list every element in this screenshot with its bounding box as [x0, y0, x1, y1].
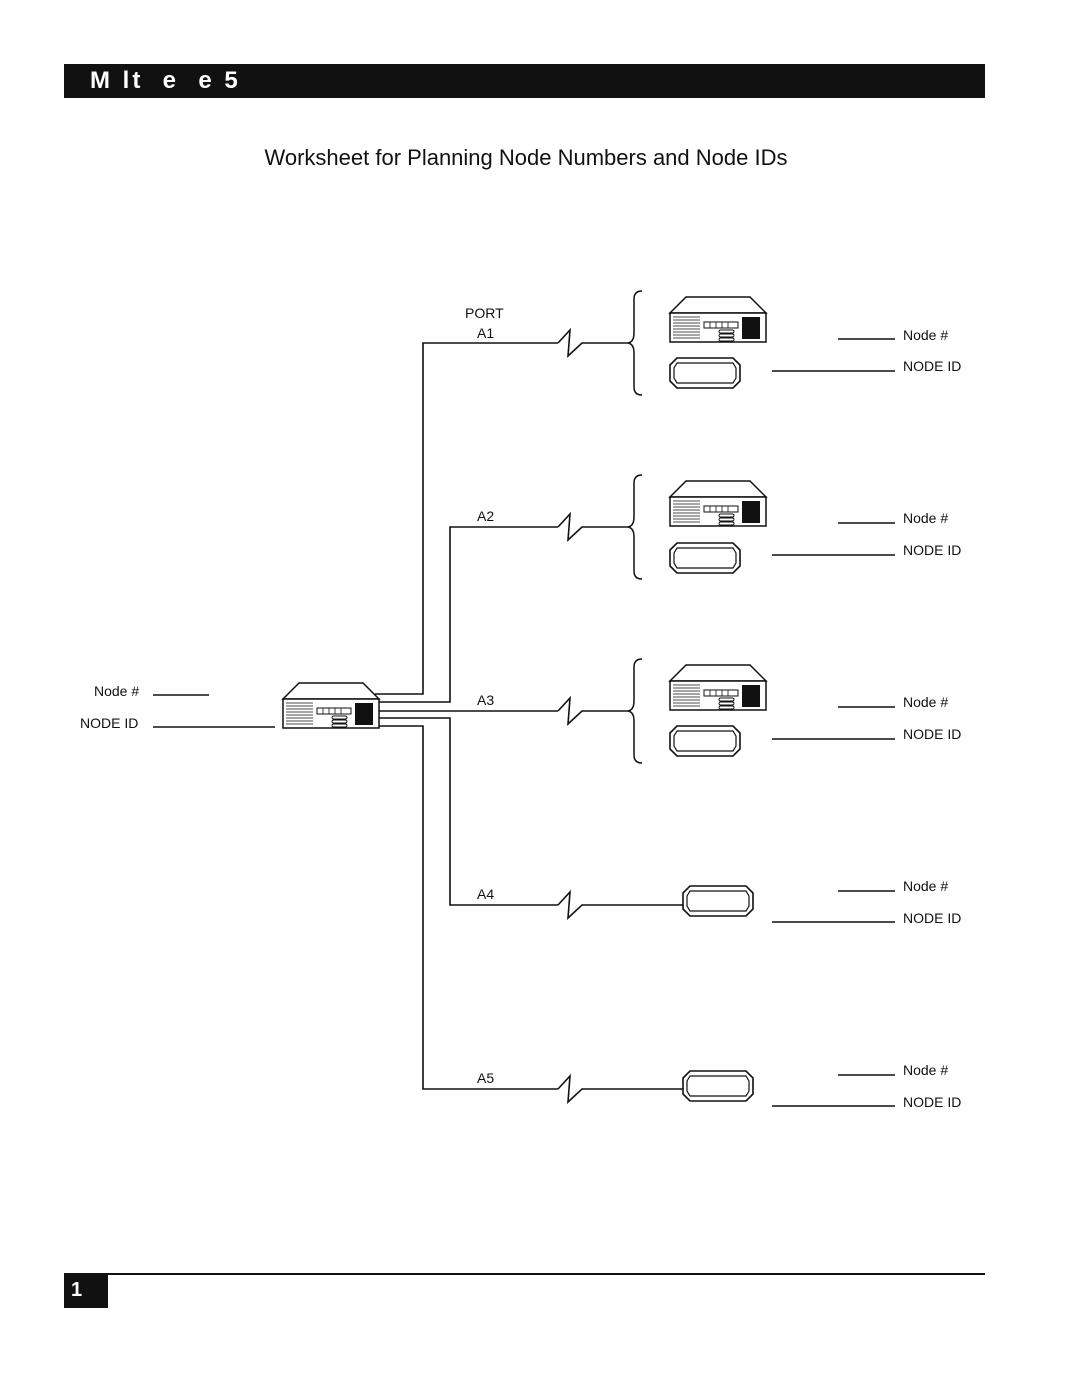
page-number: 1 — [71, 1279, 83, 1301]
a2-node-id-label: NODE ID — [903, 542, 961, 558]
bracket-a3 — [627, 658, 643, 764]
port-label-a5: A5 — [477, 1070, 494, 1086]
branch-a3-unit-icon — [669, 664, 767, 711]
branch-a2-unit-icon — [669, 480, 767, 527]
link-break-symbols — [557, 327, 683, 1104]
page-title: Worksheet for Planning Node Numbers and … — [264, 145, 788, 170]
a1-node-number-label: Node # — [903, 327, 948, 343]
branch-a2-modem-icon — [669, 542, 741, 574]
port-label-a1: A1 — [477, 325, 494, 341]
a3-node-id-label: NODE ID — [903, 726, 961, 742]
header-title: M lt e e 5 — [90, 67, 241, 94]
trunk-lines — [375, 342, 558, 1090]
main-node-id-label: NODE ID — [80, 715, 138, 731]
branch-a3-modem-icon — [669, 725, 741, 757]
bracket-a2 — [627, 474, 643, 580]
branch-a1-modem-icon — [669, 357, 741, 389]
port-label-a4: A4 — [477, 886, 494, 902]
port-label-a2: A2 — [477, 508, 494, 524]
a2-node-number-label: Node # — [903, 510, 948, 526]
a5-node-id-label: NODE ID — [903, 1094, 961, 1110]
a4-node-id-label: NODE ID — [903, 910, 961, 926]
branch-a1-unit-icon — [669, 296, 767, 343]
main-node-number-label: Node # — [94, 683, 139, 699]
a1-node-id-label: NODE ID — [903, 358, 961, 374]
main-unit-icon — [282, 682, 380, 729]
port-label-a3: A3 — [477, 692, 494, 708]
footer-rule — [64, 1273, 985, 1275]
header-bar: M lt e e 5 — [64, 64, 985, 98]
a3-node-number-label: Node # — [903, 694, 948, 710]
page-number-box: 1 — [64, 1275, 108, 1308]
a4-node-number-label: Node # — [903, 878, 948, 894]
bracket-a1 — [627, 290, 643, 396]
branch-a5-modem-icon — [682, 1070, 754, 1102]
port-heading: PORT — [465, 305, 504, 321]
a5-node-number-label: Node # — [903, 1062, 948, 1078]
branch-a4-modem-icon — [682, 885, 754, 917]
